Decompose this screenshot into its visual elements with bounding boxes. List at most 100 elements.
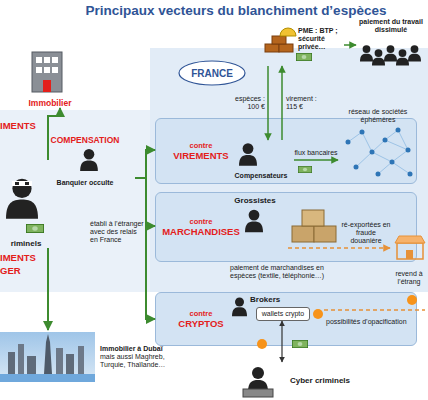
connector-arrow xyxy=(135,150,155,178)
annotation: IMENTS xyxy=(0,120,46,131)
tower xyxy=(78,346,84,374)
compensator-icon xyxy=(239,143,257,166)
carton xyxy=(302,210,324,226)
network-icon xyxy=(346,128,413,177)
actor-node: Compensateurs xyxy=(228,140,294,180)
france-zone xyxy=(150,48,428,292)
dubai-photo xyxy=(0,332,95,382)
node-text: mais aussi Maghreb, Turquie, Thaïlande… xyxy=(100,353,172,369)
crypto-coin xyxy=(313,309,323,319)
region-ellipse: FRANCE xyxy=(178,60,246,86)
window xyxy=(44,57,50,63)
building-icon xyxy=(32,52,62,92)
node-text: réseau de sociétés éphémères xyxy=(338,108,418,124)
window xyxy=(36,57,42,63)
node-text: MARCHANDISES xyxy=(162,226,240,237)
network-node: réseau de sociétés éphémères xyxy=(338,108,418,178)
door xyxy=(43,80,51,92)
connector-arrow xyxy=(344,44,356,46)
network-dot xyxy=(360,130,365,135)
cartons-icon xyxy=(292,210,336,242)
wallet-box: wallets crypto xyxy=(256,307,310,321)
store-awning xyxy=(395,236,425,243)
bricks-icon xyxy=(265,28,312,61)
node-text: wallets crypto xyxy=(262,310,304,318)
network-dot xyxy=(408,172,413,177)
node-text: COMPENSATION xyxy=(51,135,120,145)
category-box: contreMARCHANDISESGrossistes xyxy=(155,192,417,262)
broker-icon xyxy=(232,298,247,317)
abroad-zone xyxy=(0,110,150,292)
hacker-body xyxy=(248,367,268,392)
worker xyxy=(372,49,385,65)
actor-node: Brokers xyxy=(230,293,288,305)
connector-arrow xyxy=(135,178,155,226)
carton xyxy=(292,226,314,242)
node-text: FRANCE xyxy=(191,68,233,79)
robber-icon xyxy=(6,179,44,233)
robber-mask xyxy=(12,181,32,186)
window xyxy=(36,67,42,73)
connector-arrow xyxy=(267,66,269,140)
connector-arrow xyxy=(47,248,49,330)
network-dot xyxy=(370,150,375,155)
node-text: Banquier occulte xyxy=(57,179,114,187)
icon-node: PME : BTP ; sécurité privée… xyxy=(262,24,344,66)
icon-node: revend à l’étrang xyxy=(390,232,428,286)
category-box: contreVIREMENTSCompensateursréseau de so… xyxy=(155,118,417,184)
building-body xyxy=(32,52,62,92)
worker xyxy=(360,45,373,61)
window xyxy=(52,57,58,63)
tower xyxy=(56,348,63,374)
edge-label: espèces : 100 € xyxy=(231,95,265,111)
worker xyxy=(408,45,421,61)
window xyxy=(52,67,58,73)
node-text: paiement du travail dissimulé xyxy=(356,18,426,34)
money-icon xyxy=(296,53,311,60)
network-dot xyxy=(383,138,388,143)
node-text: CRYPTOS xyxy=(162,318,240,329)
brick xyxy=(272,36,286,44)
node-text: riminels xyxy=(11,239,42,248)
edge-label: virement : 115 € xyxy=(286,95,324,111)
crypto-coin xyxy=(257,339,267,349)
connector-arrow xyxy=(294,159,338,161)
node-text: PME : BTP ; sécurité privée… xyxy=(298,27,344,51)
brick xyxy=(265,44,279,52)
annotation: GER xyxy=(0,265,46,276)
node-text: VIREMENTS xyxy=(162,150,240,161)
money-icon xyxy=(298,166,311,172)
crypto-coin xyxy=(407,295,417,305)
robber-eye xyxy=(25,182,29,185)
connector-arrow xyxy=(281,321,282,362)
actor-node: COMPENSATION Banquier occulte xyxy=(35,135,135,187)
connector-arrow xyxy=(281,66,283,140)
helmet xyxy=(280,28,296,36)
hacker-icon xyxy=(243,367,273,397)
worker xyxy=(396,49,409,65)
wholesaler-icon xyxy=(245,210,263,233)
node-text: Cyber criminels xyxy=(290,376,350,385)
carton xyxy=(314,226,336,242)
money-icon xyxy=(26,224,43,232)
store-body xyxy=(397,243,423,259)
icon-node: Immobilier xyxy=(20,48,80,108)
network-dot xyxy=(346,140,351,145)
photo-node: Immobilier à Dubaïmais aussi Maghreb, Tu… xyxy=(0,330,172,384)
connector-arrow xyxy=(288,247,390,249)
network-dot xyxy=(390,160,395,165)
diagram-title: Principaux vecteurs du blanchiment d’esp… xyxy=(50,3,422,19)
laptop xyxy=(243,389,273,397)
tower xyxy=(18,344,24,374)
money-icon xyxy=(292,340,307,347)
workers-icon xyxy=(360,45,421,65)
store-icon xyxy=(395,236,425,259)
actor-node: riminels xyxy=(0,160,52,248)
network-dot xyxy=(376,172,381,177)
tower xyxy=(27,356,36,374)
opacification-line xyxy=(324,309,425,311)
tower xyxy=(66,354,74,374)
sky xyxy=(0,332,95,382)
